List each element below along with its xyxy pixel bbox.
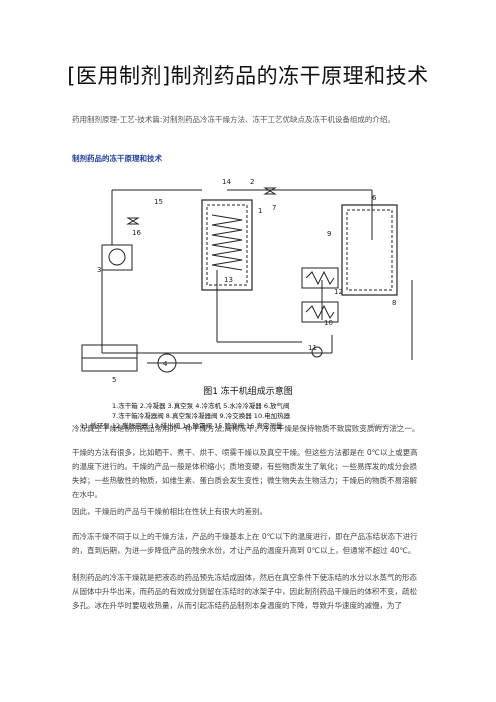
paragraph-3: 因此，干燥后的产品与干燥前相比在性状上有很大的差别。 bbox=[72, 507, 267, 516]
paragraph-4: 而冷冻干燥不同于以上的干燥方法，产品的干燥基本上在 0℃以下的温度进行，即在产品… bbox=[72, 532, 418, 555]
label-3: 3 bbox=[97, 266, 101, 274]
paragraph-5: 制剂药品的冷冻干燥就是把液态的药品预先冻结成固体，然后在真空条件下使冻结的水分以… bbox=[72, 573, 417, 610]
paragraph-1: 冷冻真空干燥是制剂药品常用的一种干燥方法,简称冻干。冷冻干燥是保持物质不致腐败变… bbox=[72, 424, 420, 433]
freeze-dryer-diagram: 14 2 1 7 15 16 3 13 9 12 10 4 5 11 6 8 图… bbox=[80, 178, 413, 430]
label-2: 2 bbox=[250, 178, 254, 186]
label-9: 9 bbox=[327, 230, 331, 238]
label-8: 8 bbox=[392, 299, 396, 307]
label-6: 6 bbox=[372, 194, 377, 202]
page-title: [医用制剂]制剂药品的冻干原理和技术 bbox=[67, 64, 429, 88]
label-14: 14 bbox=[222, 178, 231, 186]
label-13: 13 bbox=[224, 276, 233, 284]
intro-text: 药用制剂原理-工艺-技术篇:对制剂药品冷冻干燥方法、冻干工艺优缺点及冻干机设备组… bbox=[72, 115, 395, 124]
legend-row-3: 11.循环泵 12.膨胀容器 13.排出阀 14.除霜阀 15.管底阀 16.真… bbox=[80, 421, 283, 430]
legend-row-2: 7.冻干箱冷凝器阀 8.真空泵冷凝器阀 9.冷交换器 10.电加热器 bbox=[112, 411, 291, 420]
label-10: 10 bbox=[324, 319, 333, 327]
label-15: 15 bbox=[154, 198, 163, 206]
paragraph-2: 干燥的方法有很多，比如晒干、煮干、烘干、喷雾干燥以及真空干燥。但这些方法都是在 … bbox=[72, 448, 418, 499]
label-4: 4 bbox=[163, 360, 168, 368]
legend-row-1: 1.冻干箱 2.冷凝器 3.真空泵 4.冷冻机 5.水冷冷凝器 6.放气阀 bbox=[112, 401, 290, 410]
label-11: 11 bbox=[308, 344, 317, 352]
figure-caption: 图1 冻干机组成示意图 bbox=[203, 385, 293, 397]
label-16: 16 bbox=[132, 229, 141, 237]
label-1: 1 bbox=[258, 207, 262, 215]
section-heading: 制剂药品的冻干原理和技术 bbox=[72, 154, 162, 163]
watermark: ilgzen.co bbox=[372, 423, 399, 430]
label-7: 7 bbox=[272, 204, 276, 212]
label-5: 5 bbox=[112, 376, 116, 384]
label-12: 12 bbox=[334, 288, 343, 296]
